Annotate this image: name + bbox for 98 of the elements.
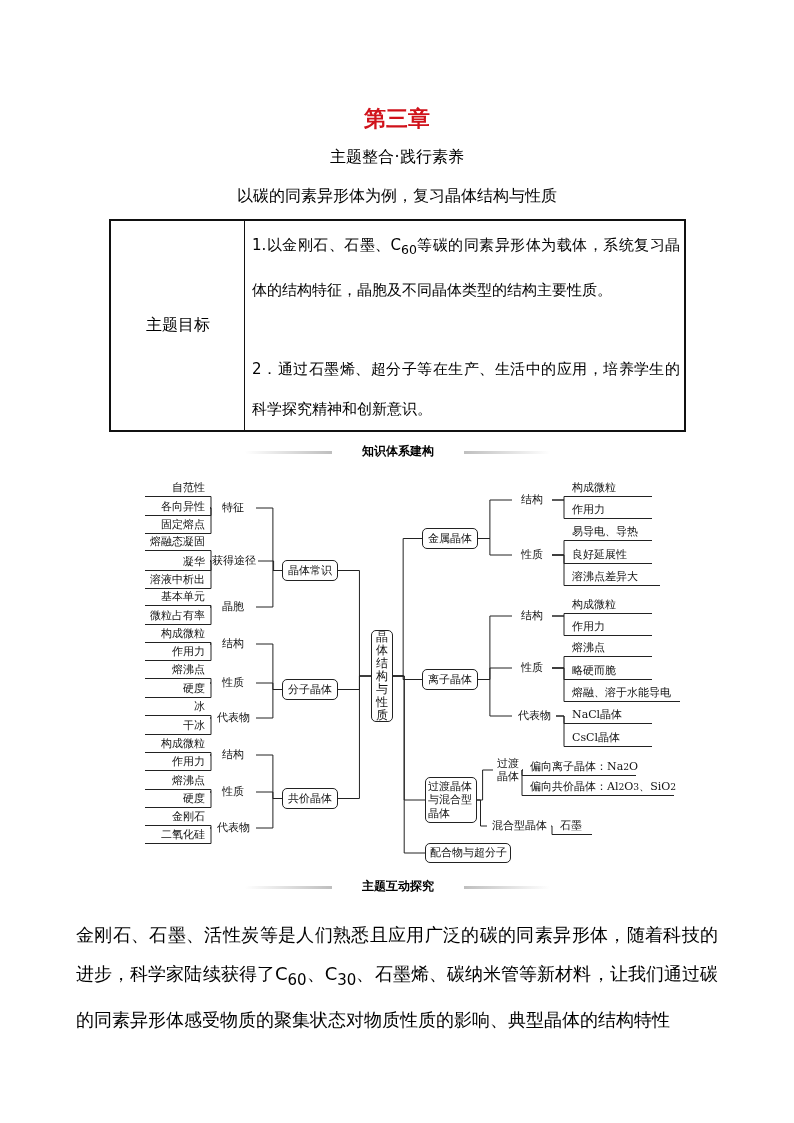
leaf-item: 作用力 [145, 753, 207, 771]
connector-line [550, 825, 557, 835]
branch-label: 代表物 [210, 819, 256, 837]
goal-text: 1.以金刚石、石墨、C$_{60}$等碳的同素异形体为载体，系统复习晶体的结构特征，晶胞及不同晶体类型的结构主要性质。 [252, 235, 680, 301]
leaf-item: 熔融、溶于水能导电 [568, 684, 680, 702]
branch-label: 混合型晶体 [487, 817, 551, 835]
connector-line [392, 675, 426, 854]
branch-label: 结构 [512, 607, 552, 625]
leaf-item: 冰 [145, 698, 207, 716]
subtitle: 以碳的同素异形体为例，复习晶体结构与性质 [236, 186, 558, 207]
connector-line [206, 606, 212, 625]
connector-line [551, 499, 569, 519]
leaf-item: 构成微粒 [145, 625, 207, 643]
topic-box: 共价晶体 [282, 788, 338, 809]
leaf-item: 基本单元 [145, 588, 207, 606]
connector-line [206, 682, 212, 698]
connector-line [476, 799, 488, 827]
leaf-item: NaCl晶体 [568, 706, 652, 724]
topic-box: 离子晶体 [422, 669, 478, 690]
leaf-item: 干冰 [145, 717, 207, 735]
connector-line [206, 825, 212, 829]
connector-line [206, 752, 212, 756]
branch-label: 代表物 [210, 709, 256, 727]
branch-label: 过渡晶体 [493, 755, 523, 785]
leaf-item: 构成微粒 [568, 596, 652, 614]
leaf-item: 熔沸点 [568, 639, 652, 657]
topic-box: 晶体常识 [282, 560, 338, 581]
leaf-item: 作用力 [568, 501, 652, 519]
branch-label: 性质 [210, 674, 256, 692]
leaf-item: 硬度 [145, 680, 207, 698]
central-topic-box: 晶体结构与性质 [371, 630, 393, 722]
leaf-item: 易导电、导热 [568, 523, 652, 541]
leaf-item: 作用力 [145, 643, 207, 661]
connector-line [551, 667, 569, 702]
body-paragraph: 金刚石、石墨、活性炭等是人们熟悉且应用广泛的碳的同素异形体，随着科技的进步，科学家陆续获得了C$_{60}$、C$_{30}$、石墨烯、碳纳米管等新材料，让我们通过碳的同素异形体感受物质的聚集状态对物质性质的影响、典型晶体的结构特性 [76, 923, 718, 1032]
connector-line [206, 717, 212, 735]
connector-line [477, 679, 513, 717]
leaf-item: 微粒占有率 [145, 607, 207, 625]
connector-line [206, 560, 212, 589]
connector-line [206, 827, 212, 844]
connector-line [206, 496, 212, 509]
branch-label: 获得途径 [210, 552, 258, 570]
branch-label: 结构 [210, 746, 256, 764]
connector-line [206, 678, 212, 684]
branch-label: 代表物 [512, 707, 556, 725]
connector-line [206, 754, 212, 771]
connector-line [206, 605, 212, 608]
connector-line [255, 798, 283, 829]
leaf-item: 固定熔点 [145, 516, 207, 534]
leaf-item: 凝华 [145, 553, 207, 571]
connector-line [206, 643, 212, 661]
topic-box: 过渡晶体与混合型晶体 [425, 777, 477, 823]
leaf-item: 良好延展性 [568, 546, 652, 564]
connector-line [337, 675, 372, 799]
connector-line [206, 715, 212, 719]
leaf-item: 熔融态凝固 [145, 533, 207, 551]
leaf-item: 硬度 [145, 790, 207, 808]
connector-line [477, 538, 513, 556]
leaf-item: CsCl晶体 [568, 729, 652, 747]
leaf-item: 各向异性 [145, 498, 207, 516]
leaf-item: 二氧化硅 [145, 826, 207, 844]
connector-line [555, 715, 569, 747]
leaf-item: 熔沸点 [145, 661, 207, 679]
leaf-item: 构成微粒 [145, 735, 207, 753]
connector-line [255, 689, 283, 719]
branch-label: 结构 [512, 491, 552, 509]
leaf-item: 作用力 [568, 618, 652, 636]
connector-line [255, 570, 283, 608]
connector-line [206, 791, 212, 808]
connector-line [551, 615, 569, 636]
section-heading: 知识体系建构 [332, 443, 464, 461]
connector-line [551, 554, 569, 586]
leaf-item: 石墨 [556, 817, 592, 835]
leaf-item: 自范性 [145, 479, 207, 497]
topic-box: 分子晶体 [282, 679, 338, 700]
leaf-item: 溶液中析出 [145, 571, 207, 589]
chapter-title: 第三章 [363, 104, 431, 133]
topic-box: 配合物与超分子 [425, 843, 511, 863]
leaf-item: 略硬而脆 [568, 662, 652, 680]
leaf-item: 构成微粒 [568, 479, 652, 497]
branch-label: 特征 [210, 499, 256, 517]
connector-line [521, 769, 527, 796]
leaf-item: 金刚石 [145, 808, 207, 826]
connector-line [206, 507, 212, 534]
branch-label: 性质 [512, 546, 552, 564]
connector-line [206, 642, 212, 645]
topic-box: 金属晶体 [422, 528, 478, 549]
branch-label: 晶胞 [210, 598, 256, 616]
subtitle: 主题整合·践行素养 [329, 147, 465, 168]
table-cell: 主题目标 [111, 221, 245, 430]
leaf-item: 溶沸点差异大 [568, 568, 660, 586]
connector-line [206, 789, 212, 793]
branch-label: 性质 [512, 659, 552, 677]
leaf-item: 熔沸点 [145, 772, 207, 790]
branch-label: 性质 [210, 783, 256, 801]
connector-line [206, 550, 212, 562]
branch-label: 结构 [210, 635, 256, 653]
goal-text: 2．通过石墨烯、超分子等在生产、生活中的应用，培养学生的科学探究精神和创新意识。 [252, 359, 680, 420]
